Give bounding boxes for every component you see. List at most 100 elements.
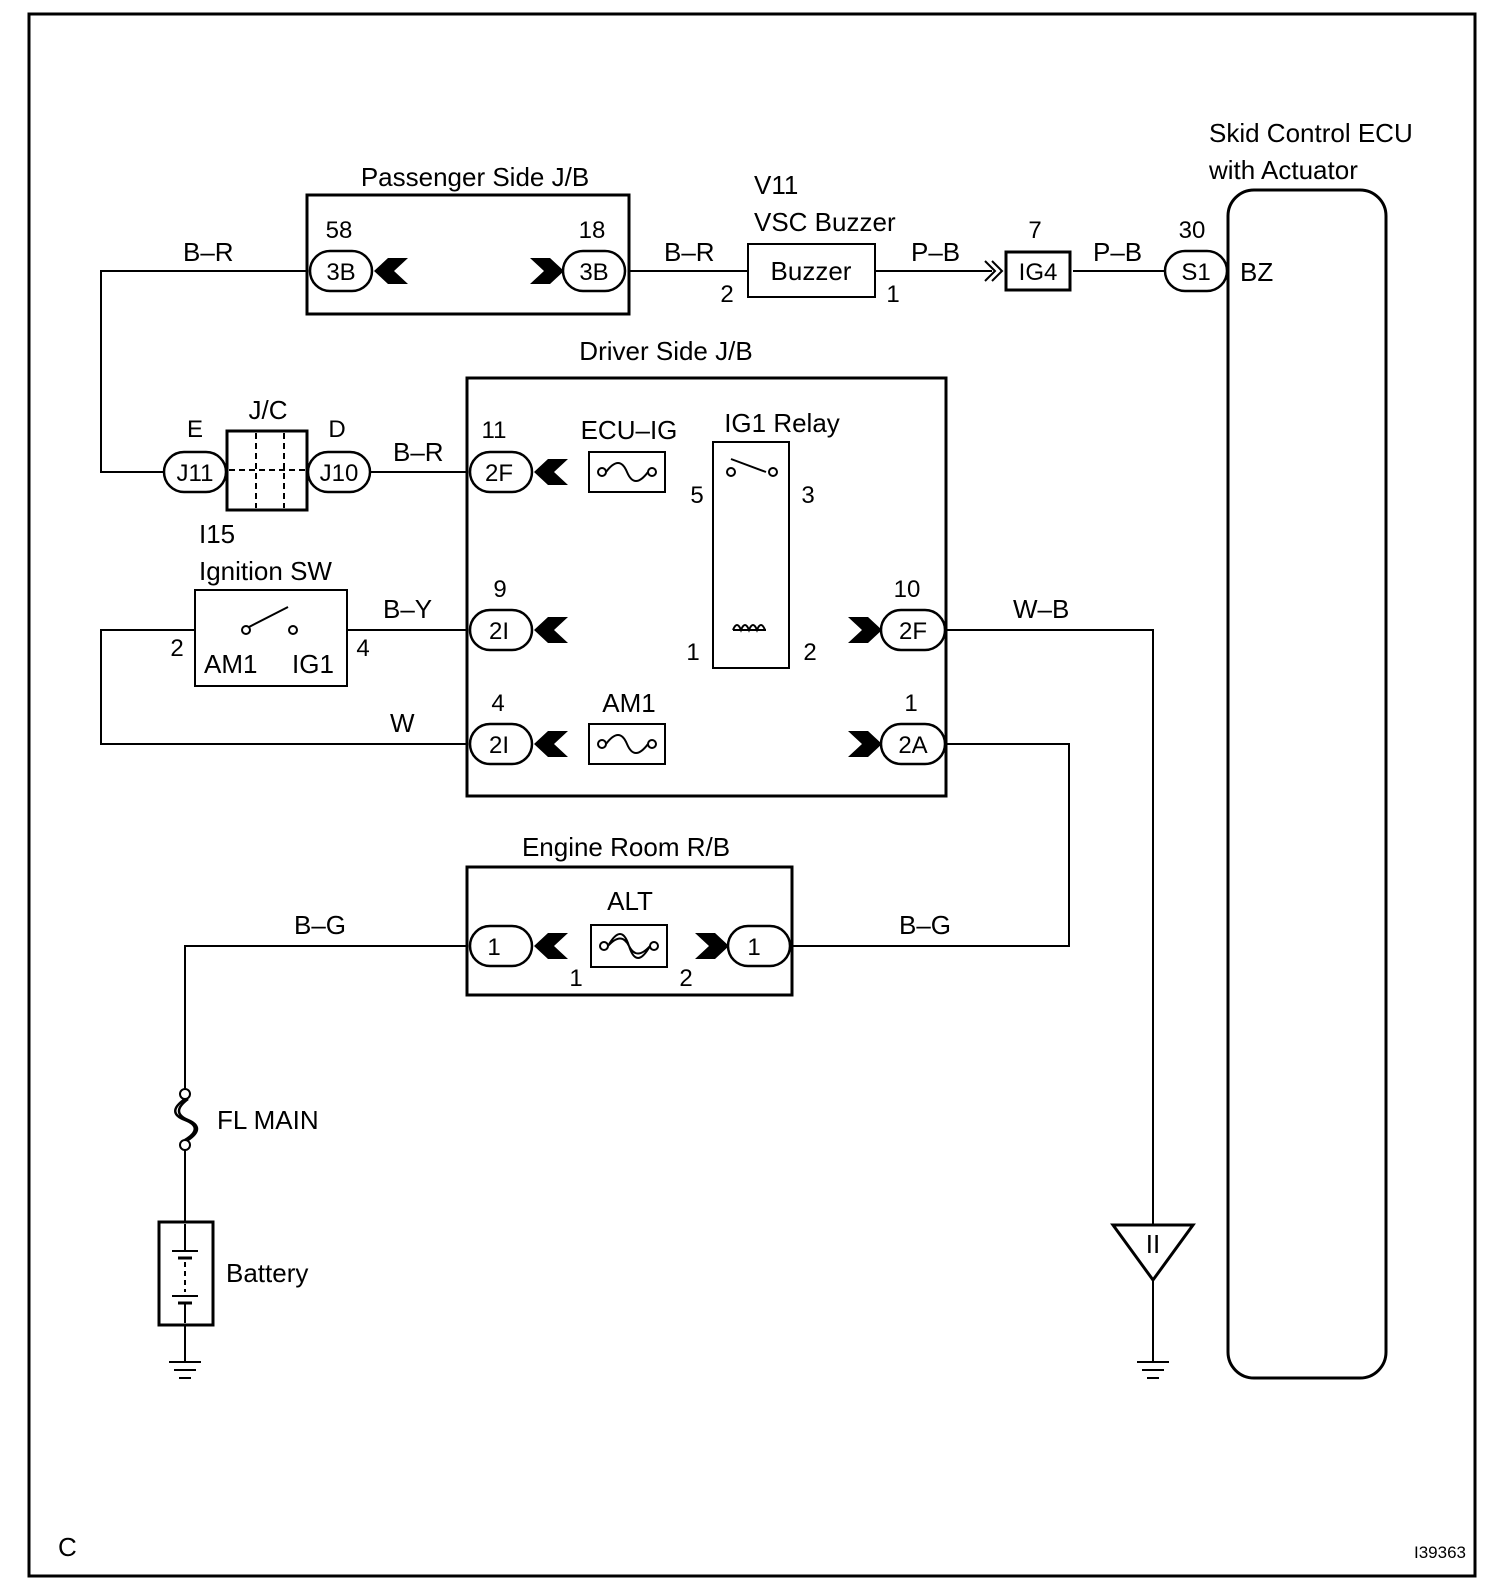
ig1-relay-label: IG1 Relay: [724, 408, 840, 438]
alt-fuse-icon: [607, 933, 651, 959]
chevron-2f-top-icon: [534, 459, 568, 485]
ecu-body: [1226, 188, 1388, 1380]
pin-58: 58: [326, 217, 353, 244]
ignition-switch: I15 Ignition SW AM1 IG1 2 4: [170, 519, 370, 687]
wire-labels: B–R B–R P–B P–B B–R B–Y W–B W B–G B–G: [183, 237, 1142, 940]
chevron-er-right-icon: [695, 933, 729, 959]
pin-ig4-7: 7: [1028, 217, 1041, 244]
wire-label-pb-left: P–B: [911, 237, 960, 267]
wire-wb: [946, 629, 1154, 1225]
connector-j10-label: J10: [320, 460, 359, 487]
buzzer-id: V11: [754, 170, 798, 200]
wire-label-br-top-right: B–R: [664, 237, 715, 267]
pin-ign-sw-4: 4: [356, 635, 369, 662]
ground-ecu-icon: [1137, 1361, 1169, 1379]
pin-ign-sw-2: 2: [170, 635, 183, 662]
relay-contact-3: [768, 467, 778, 477]
junction-connector: J/C E D J11 J10: [162, 395, 372, 512]
pin-2i-9: 9: [493, 576, 506, 603]
connector-3b-left: [308, 249, 374, 293]
wire-label-br-top-left: B–R: [183, 237, 234, 267]
corner-letter: C: [58, 1532, 77, 1562]
ig4-chevron-icon: [984, 260, 997, 282]
ign-sw-blade: [248, 606, 289, 628]
connector-j10: [306, 450, 372, 494]
pin-18: 18: [579, 217, 606, 244]
chevron-left-icon: [374, 258, 408, 284]
fl-main-label: FL MAIN: [217, 1105, 319, 1135]
fl-main-fusible-link: FL MAIN: [174, 1088, 319, 1151]
connector-er-left-label: 1: [487, 934, 500, 961]
connector-j11: [162, 450, 228, 494]
ign-sw-contact-r: [288, 625, 298, 635]
ign-sw-id: I15: [199, 519, 235, 549]
connector-2i-mid-label: 2I: [489, 618, 509, 645]
fl-main-icon: [174, 1097, 199, 1142]
ig4-chevron-icon-2: [991, 260, 1004, 282]
fl-main-contact-top: [179, 1088, 191, 1100]
driver-jb: Driver Side J/B 2F 11 ECU–IG IG1 Relay 5…: [465, 336, 948, 798]
ign-sw-ig1: IG1: [292, 649, 334, 679]
pin-relay-5: 5: [690, 482, 703, 509]
chevron-2f-right-icon: [848, 617, 882, 643]
connector-3b-right: [561, 249, 627, 293]
battery: Battery: [157, 1220, 308, 1327]
jc-pin-e: E: [187, 416, 203, 443]
driver-jb-box: [465, 376, 948, 798]
connector-3b-left-label: 3B: [326, 259, 355, 286]
engine-room-rb: Engine Room R/B 1 ALT 1 1 2: [465, 832, 794, 997]
ecu-ig-fuse-contact-l: [597, 467, 607, 477]
pin-relay-3: 3: [801, 482, 814, 509]
wire-label-br-jc: B–R: [393, 437, 444, 467]
chevron-2i-mid-icon: [534, 617, 568, 643]
ecu-ig-label: ECU–IG: [581, 415, 678, 445]
ign-sw-box: [194, 589, 348, 687]
alt-fuse-label: ALT: [607, 886, 653, 916]
pin-2a-1: 1: [904, 690, 917, 717]
pin-alt-2: 2: [679, 965, 692, 992]
ecu-ig-fuse-contact-r: [647, 467, 657, 477]
connector-2f-right-label: 2F: [899, 618, 927, 645]
passenger-jb: Passenger Side J/B 3B 58 3B 18: [305, 162, 631, 316]
connector-er-left: [468, 924, 534, 968]
battery-label: Battery: [226, 1258, 308, 1288]
ecu-title-1: Skid Control ECU: [1209, 118, 1413, 148]
connector-s1-label: S1: [1181, 259, 1210, 286]
wire-label-by: B–Y: [383, 594, 432, 624]
am1-fuse-label: AM1: [602, 688, 655, 718]
wire-label-wb: W–B: [1013, 594, 1069, 624]
ign-sw-title: Ignition SW: [199, 556, 332, 586]
passenger-jb-title: Passenger Side J/B: [361, 162, 589, 192]
alt-fuse-contact-l: [599, 941, 609, 951]
am1-fuse-contact-l: [597, 739, 607, 749]
buzzer-name: VSC Buzzer: [754, 207, 896, 237]
ig1-relay-box: [712, 441, 790, 669]
ecu-title-2: with Actuator: [1208, 155, 1358, 185]
ground-ii-label: II: [1146, 1229, 1160, 1259]
relay-contact-5: [726, 467, 736, 477]
pin-buzzer-1: 1: [886, 281, 899, 308]
pin-relay-2: 2: [803, 639, 816, 666]
connector-er-right-label: 1: [747, 934, 760, 961]
pin-relay-1: 1: [686, 639, 699, 666]
fl-main-contact-bottom: [179, 1139, 191, 1151]
connector-j11-label: J11: [177, 460, 214, 487]
ign-sw-contact-l: [241, 625, 251, 635]
pin-2f-10: 10: [894, 576, 921, 603]
wire-br-top-left: [100, 270, 311, 473]
pin-2f-11: 11: [482, 417, 507, 444]
connector-s1: [1163, 249, 1229, 293]
wire-label-w: W: [390, 708, 415, 738]
connector-2a: [879, 722, 947, 766]
ig4-box: [1004, 250, 1072, 292]
ground-point-ii: II: [1110, 1223, 1196, 1283]
wire-bg-right: [791, 743, 1070, 947]
driver-jb-title: Driver Side J/B: [579, 336, 752, 366]
wire-label-pb-right: P–B: [1093, 237, 1142, 267]
connector-2f-top: [468, 450, 534, 494]
connector-2i-mid: [468, 608, 534, 652]
wire-label-bg-left: B–G: [294, 910, 346, 940]
pin-2i-4: 4: [491, 690, 504, 717]
ecu-terminal-bz: BZ: [1240, 257, 1273, 287]
